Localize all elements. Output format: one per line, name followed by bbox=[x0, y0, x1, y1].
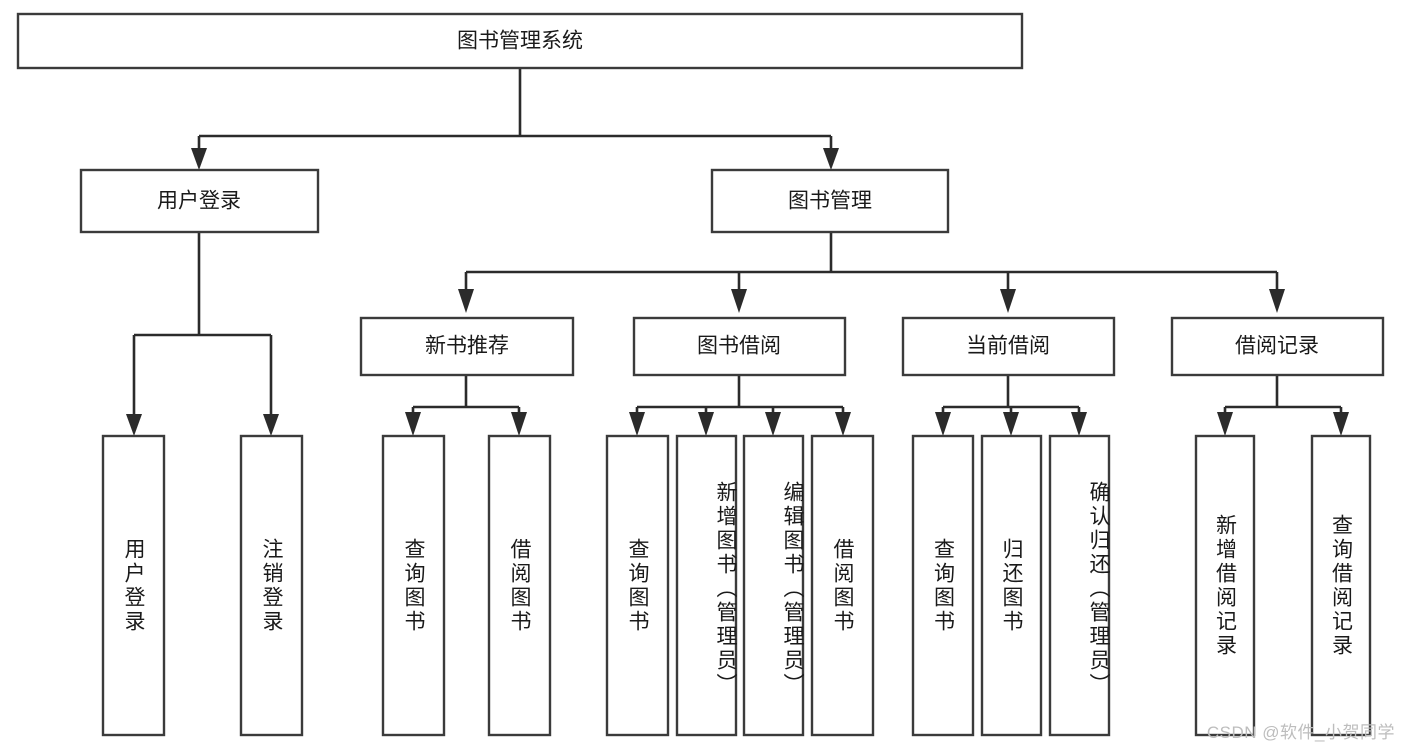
leaf-box-return-book[interactable] bbox=[980, 434, 1043, 737]
watermark-text: CSDN @软件_小贺同学 bbox=[1206, 723, 1395, 742]
leaf-box-query-book-borrow[interactable] bbox=[605, 434, 670, 737]
connector-new-book-to-leaves bbox=[405, 375, 527, 436]
node-new-book-recommend-label: 新书推荐 bbox=[425, 335, 509, 358]
leaf-box-add-borrow-record[interactable] bbox=[1194, 434, 1256, 737]
node-borrow-record[interactable]: 借阅记录 bbox=[1170, 316, 1385, 377]
leaf-box-edit-book-admin[interactable] bbox=[742, 434, 805, 737]
connector-book-manage-to-level3 bbox=[458, 232, 1285, 313]
connector-current-borrow-to-leaves bbox=[935, 375, 1087, 436]
leaf-box-add-book-admin[interactable] bbox=[675, 434, 738, 737]
node-user-login-label: 用户登录 bbox=[157, 190, 241, 213]
connector-book-borrow-to-leaves bbox=[629, 375, 851, 436]
node-book-management-label: 图书管理 bbox=[788, 190, 872, 213]
leaf-box-user-login[interactable] bbox=[101, 434, 166, 737]
leaf-box-query-book-current[interactable] bbox=[911, 434, 975, 737]
node-current-borrow[interactable]: 当前借阅 bbox=[901, 316, 1116, 377]
node-root-label: 图书管理系统 bbox=[457, 30, 583, 53]
node-borrow-record-label: 借阅记录 bbox=[1235, 335, 1319, 358]
leaf-box-logout[interactable] bbox=[239, 434, 304, 737]
connector-root-to-level2 bbox=[191, 68, 839, 170]
connector-borrow-record-to-leaves bbox=[1217, 375, 1349, 436]
node-current-borrow-label: 当前借阅 bbox=[966, 335, 1050, 358]
leaf-box-query-book-new[interactable] bbox=[381, 434, 446, 737]
leaf-box-borrow-book-new[interactable] bbox=[487, 434, 552, 737]
leaf-box-confirm-return-admin[interactable] bbox=[1048, 434, 1111, 737]
leaf-boxes bbox=[101, 434, 1372, 737]
node-root[interactable]: 图书管理系统 bbox=[16, 12, 1024, 70]
node-book-borrow-label: 图书借阅 bbox=[697, 335, 781, 358]
node-book-borrow[interactable]: 图书借阅 bbox=[632, 316, 847, 377]
leaf-box-query-borrow-record[interactable] bbox=[1310, 434, 1372, 737]
connector-user-login-to-leaves bbox=[126, 232, 279, 436]
node-new-book-recommend[interactable]: 新书推荐 bbox=[359, 316, 575, 377]
node-book-management[interactable]: 图书管理 bbox=[710, 168, 950, 234]
leaf-box-borrow-book[interactable] bbox=[810, 434, 875, 737]
node-user-login[interactable]: 用户登录 bbox=[79, 168, 320, 234]
